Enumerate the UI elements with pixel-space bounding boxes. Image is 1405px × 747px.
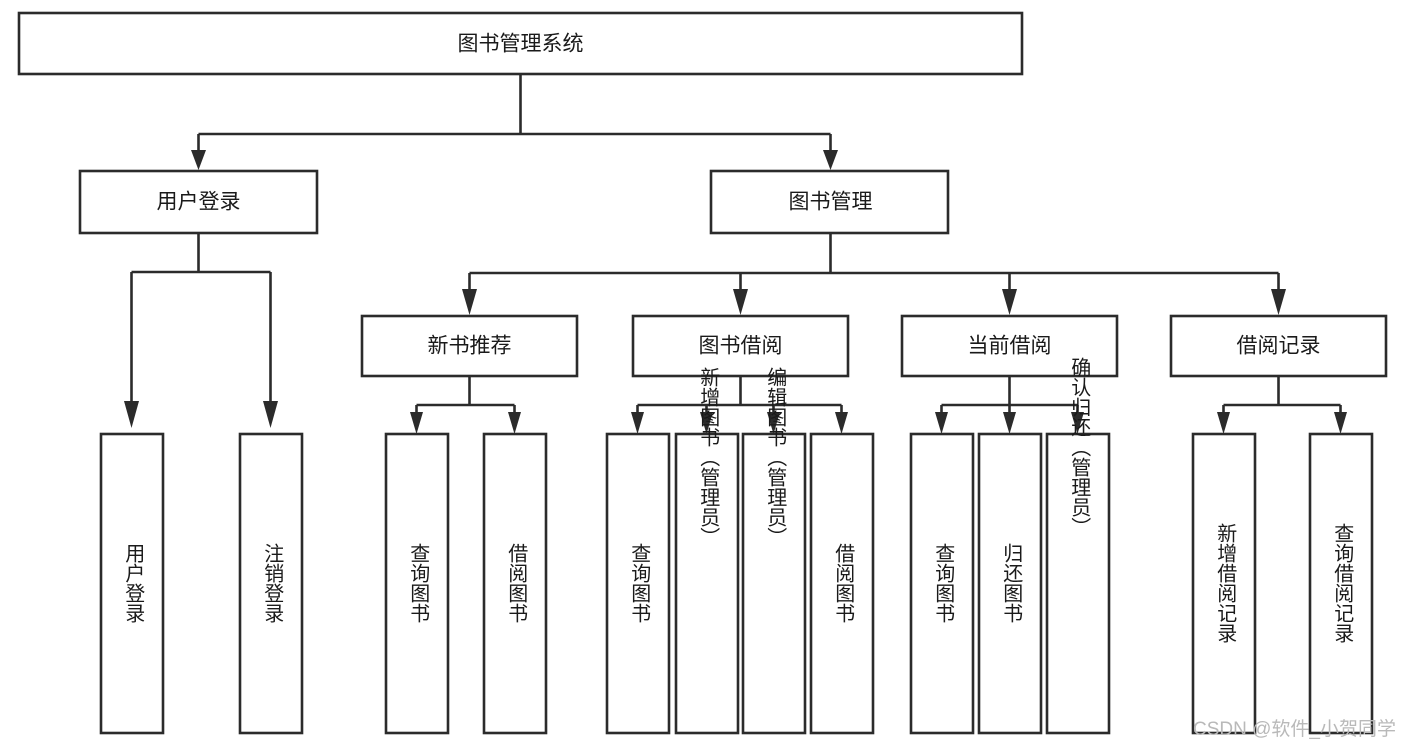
node-root-system[interactable]: 图书管理系统	[17, 11, 1024, 76]
csdn-watermark: CSDN @软件_小贺同学	[1193, 718, 1396, 740]
arrow-head-current-borrow-leaf-0	[935, 412, 948, 434]
arrow-head-current-borrow-leaf-2	[1071, 412, 1084, 434]
arrow-head-book-borrow-leaf-3	[835, 412, 848, 434]
leaf-borrow-record-0[interactable]: 新增借阅记录	[1191, 432, 1257, 735]
arrow-head-book-borrow	[733, 289, 748, 315]
node-new-book-recommend-box	[360, 314, 579, 378]
leaf-current-borrow-2[interactable]: 确认归还（管理员）	[1045, 357, 1111, 735]
leaf-new-book-recommend-1[interactable]: 借阅图书	[482, 432, 548, 735]
leaf-current-borrow-1-label: 归还图书	[1000, 543, 1023, 623]
leaf-new-book-recommend-0[interactable]: 查询图书	[384, 432, 450, 735]
leaf-new-book-recommend-1-box	[482, 432, 548, 735]
leaf-borrow-record-1-label: 查询借阅记录	[1331, 523, 1354, 643]
leaf-current-borrow-1-box	[977, 432, 1043, 735]
arrow-head-book-borrow-leaf-2	[767, 412, 780, 434]
node-root-system-box	[17, 11, 1024, 76]
connector-layer	[124, 74, 1347, 434]
leaf-borrow-record-0-label: 新增借阅记录	[1214, 523, 1237, 643]
arrow-head-book-borrow-leaf-1	[700, 412, 713, 434]
leaf-current-borrow-2-box	[1045, 432, 1111, 735]
leaf-book-borrow-2-box	[741, 432, 807, 735]
leaf-book-borrow-1[interactable]: 新增图书（管理员）	[674, 367, 740, 735]
leaf-book-borrow-3-label: 借阅图书	[832, 543, 855, 623]
leaf-book-borrow-1-label: 新增图书（管理员）	[697, 367, 720, 547]
leaf-book-borrow-0[interactable]: 查询图书	[605, 432, 671, 735]
arrow-head-book-manage	[823, 150, 838, 170]
node-new-book-recommend-label: 新书推荐	[428, 335, 512, 358]
leaf-book-borrow-0-label: 查询图书	[628, 543, 651, 623]
arrow-head-user-login-child-0	[124, 401, 139, 428]
leaf-book-borrow-2-label: 编辑图书（管理员）	[764, 367, 787, 547]
leaf-book-borrow-1-box	[674, 432, 740, 735]
arrow-head-borrow-record-leaf-0	[1217, 412, 1230, 434]
leaf-new-book-recommend-0-label: 查询图书	[407, 543, 430, 623]
arrow-head-borrow-record	[1271, 289, 1286, 315]
arrow-head-current-borrow	[1002, 289, 1017, 315]
leaf-user-login-1[interactable]: 注销登录	[238, 432, 304, 735]
arrow-head-new-book-recommend	[462, 289, 477, 315]
node-user-login-label: 用户登录	[157, 191, 241, 214]
node-borrow-record[interactable]: 借阅记录	[1169, 314, 1388, 378]
node-current-borrow[interactable]: 当前借阅	[900, 314, 1119, 378]
leaf-current-borrow-0-label: 查询图书	[932, 543, 955, 623]
node-borrow-record-box	[1169, 314, 1388, 378]
node-book-borrow-box	[631, 314, 850, 378]
arrow-head-current-borrow-leaf-1	[1003, 412, 1016, 434]
node-current-borrow-label: 当前借阅	[968, 335, 1052, 358]
leaf-current-borrow-0-box	[909, 432, 975, 735]
arrow-head-new-book-leaf-1	[508, 412, 521, 434]
leaf-current-borrow-2-label: 确认归还（管理员）	[1068, 357, 1091, 537]
node-root-system-label: 图书管理系统	[458, 33, 584, 56]
arrow-head-book-borrow-leaf-0	[631, 412, 644, 434]
leaf-current-borrow-0[interactable]: 查询图书	[909, 432, 975, 735]
leaf-user-login-0[interactable]: 用户登录	[99, 432, 165, 735]
leaf-borrow-record-1-box	[1308, 432, 1374, 735]
leaf-new-book-recommend-0-box	[384, 432, 450, 735]
leaf-user-login-0-box	[99, 432, 165, 735]
node-book-borrow-label: 图书借阅	[699, 335, 783, 358]
arrow-head-user-login	[191, 150, 206, 170]
leaf-current-borrow-1[interactable]: 归还图书	[977, 432, 1043, 735]
node-current-borrow-box	[900, 314, 1119, 378]
arrow-head-user-login-child-1	[263, 401, 278, 428]
leaf-new-book-recommend-1-label: 借阅图书	[505, 543, 528, 623]
leaf-user-login-1-box	[238, 432, 304, 735]
leaf-book-borrow-3-box	[809, 432, 875, 735]
node-book-manage-label: 图书管理	[789, 191, 873, 214]
arrow-head-borrow-record-leaf-1	[1334, 412, 1347, 434]
node-borrow-record-label: 借阅记录	[1237, 335, 1321, 358]
node-book-manage[interactable]: 图书管理	[709, 169, 950, 235]
leaf-book-borrow-0-box	[605, 432, 671, 735]
leaf-user-login-1-label: 注销登录	[261, 543, 284, 623]
leaf-user-login-0-label: 用户登录	[122, 543, 145, 623]
arrow-head-new-book-leaf-0	[410, 412, 423, 434]
node-user-login[interactable]: 用户登录	[78, 169, 319, 235]
node-user-login-box	[78, 169, 319, 235]
leaf-book-borrow-3[interactable]: 借阅图书	[809, 432, 875, 735]
node-book-manage-box	[709, 169, 950, 235]
leaf-borrow-record-1[interactable]: 查询借阅记录	[1308, 432, 1374, 735]
node-new-book-recommend[interactable]: 新书推荐	[360, 314, 579, 378]
leaf-book-borrow-2[interactable]: 编辑图书（管理员）	[741, 367, 807, 735]
leaf-borrow-record-0-box	[1191, 432, 1257, 735]
node-book-borrow[interactable]: 图书借阅	[631, 314, 850, 378]
